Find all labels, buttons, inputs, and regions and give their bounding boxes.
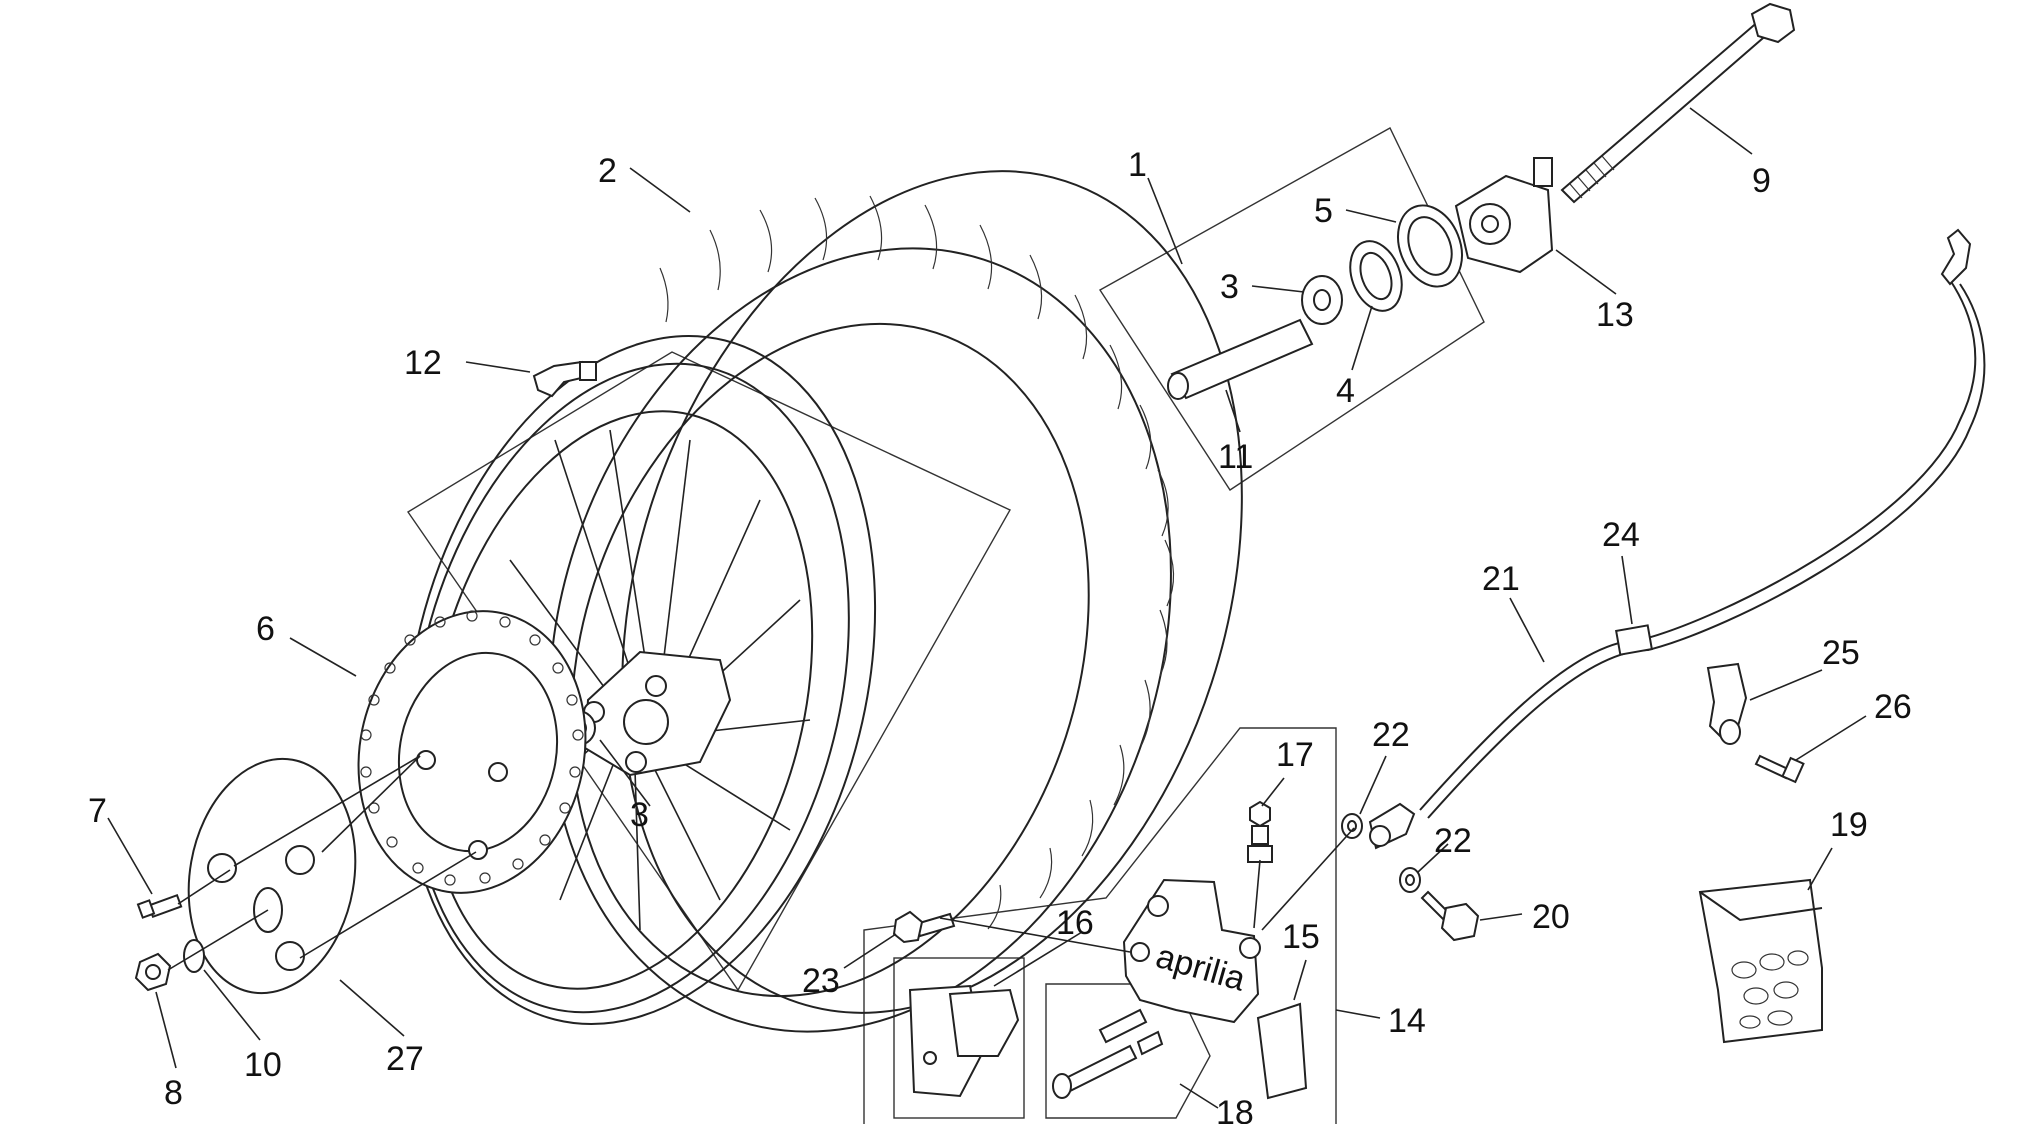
hose-guide-25 <box>1706 662 1748 745</box>
frame-caliper-kit <box>863 727 1337 1124</box>
label-22-lower: 22 <box>1434 822 1472 860</box>
brake-pads-16 <box>908 984 1020 1098</box>
label-21: 21 <box>1482 560 1520 598</box>
label-24: 24 <box>1602 516 1640 554</box>
label-14: 14 <box>1388 1002 1426 1040</box>
valve-12 <box>532 360 597 398</box>
axle-9 <box>1560 2 1796 204</box>
label-5: 5 <box>1314 192 1333 230</box>
label-6: 6 <box>256 610 275 648</box>
label-17: 17 <box>1276 736 1314 774</box>
label-18: 18 <box>1216 1094 1254 1124</box>
label-22-upper: 22 <box>1372 716 1410 754</box>
frame-pads-box <box>893 957 1025 1119</box>
label-20: 20 <box>1532 898 1570 936</box>
bleeder-17 <box>1247 800 1273 863</box>
seal-4 <box>1349 240 1403 312</box>
part-labels: 1 2 3 3 4 5 6 7 8 9 10 11 12 13 14 15 16… <box>88 146 1912 1124</box>
screw-23 <box>892 910 956 944</box>
label-3-lower: 3 <box>630 796 649 834</box>
pin-kit-18 <box>1052 1008 1164 1099</box>
brake-disc <box>357 610 587 894</box>
washer-10 <box>183 939 205 973</box>
frame-wheel-assembly <box>407 351 1011 992</box>
label-12: 12 <box>404 344 442 382</box>
label-25: 25 <box>1822 634 1860 672</box>
washer-22-lower <box>1399 867 1421 893</box>
label-1: 1 <box>1128 146 1147 184</box>
carrier-plate <box>187 757 357 995</box>
label-16: 16 <box>1056 904 1094 942</box>
screw-26 <box>1754 754 1805 784</box>
label-9: 9 <box>1752 162 1771 200</box>
label-27: 27 <box>386 1040 424 1078</box>
label-3-upper: 3 <box>1220 268 1239 306</box>
screw-7 <box>136 893 183 919</box>
label-11: 11 <box>1218 438 1253 476</box>
brake-hose-21 <box>1368 228 1986 850</box>
banjo-bolt-20 <box>1420 890 1480 942</box>
leader-lines <box>107 107 1867 1109</box>
washer-5 <box>1397 204 1463 288</box>
label-8: 8 <box>164 1074 183 1112</box>
label-19: 19 <box>1830 806 1868 844</box>
speedo-drive-13 <box>1454 157 1554 274</box>
spacer-11 <box>1167 318 1314 400</box>
nut-8 <box>134 952 172 992</box>
label-26: 26 <box>1874 688 1912 726</box>
pad-spring-15 <box>1256 1002 1308 1100</box>
hub <box>583 650 732 777</box>
label-13: 13 <box>1596 296 1634 334</box>
frame-bearing-kit <box>1099 127 1485 491</box>
brake-caliper-14: aprilia <box>1122 878 1261 1024</box>
label-15: 15 <box>1282 918 1320 956</box>
bearing-3-upper <box>1301 275 1343 325</box>
washer-22-upper <box>1341 813 1363 839</box>
label-7: 7 <box>88 792 107 830</box>
kit-bag-19 <box>1698 878 1823 1044</box>
label-10: 10 <box>244 1046 282 1084</box>
tire <box>548 170 1243 1033</box>
label-2: 2 <box>598 152 617 190</box>
label-23: 23 <box>802 962 840 1000</box>
label-4: 4 <box>1336 372 1355 410</box>
rim <box>403 335 877 1025</box>
